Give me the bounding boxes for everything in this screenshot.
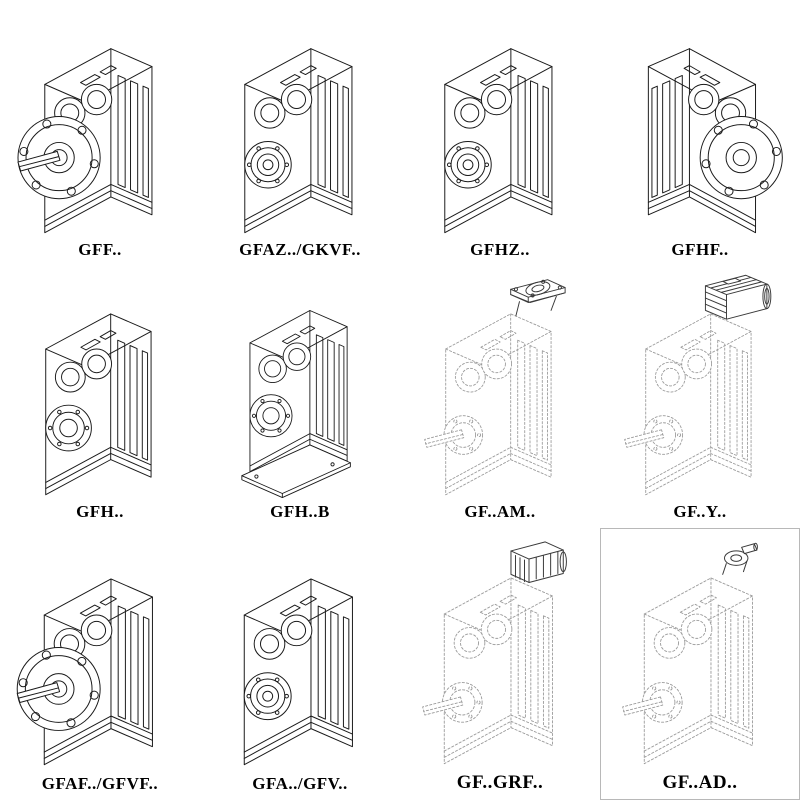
model-label: GFAF../GFVF..	[41, 774, 159, 793]
gearbox-cell: GFF..	[0, 0, 200, 266]
hollow-shaft-gearbox-icon	[444, 48, 553, 234]
gearbox-cell: GFAF../GFVF..	[0, 528, 200, 800]
flange-gearbox-mirrored-icon	[647, 48, 783, 234]
shaft-mounted-gearbox-icon	[45, 313, 152, 496]
model-label: GFH..B	[270, 502, 330, 521]
model-label: GF..GRF..	[456, 772, 544, 793]
gearbox-cell: GFHF..	[600, 0, 800, 266]
gearbox-cell: GF..AM..	[400, 266, 600, 528]
flange-shaft-gearbox-icon	[16, 578, 153, 766]
gearbox-cell: GF..AD..	[600, 528, 800, 800]
gearbox-cell: GFH..B	[200, 266, 400, 528]
grf-adapter-gearbox-icon	[422, 541, 567, 765]
flange-shaft-gearbox-icon	[17, 48, 153, 234]
model-label: GF..Y..	[673, 502, 727, 521]
gearbox-cell: GFA../GFV..	[200, 528, 400, 800]
model-label: GF..AM..	[464, 502, 536, 521]
gearbox-cell: GFAZ../GKVF..	[200, 0, 400, 266]
gearbox-cell: GF..GRF..	[400, 528, 600, 800]
motor-adapter-flange-gearbox-icon	[424, 279, 566, 496]
model-label: GFF..	[78, 240, 122, 259]
gearbox-with-motor-icon	[624, 274, 772, 496]
model-label: GF..AD..	[662, 772, 738, 793]
hollow-shaft-gearbox-icon	[244, 48, 353, 234]
gearbox-cell: GFHZ..	[400, 0, 600, 266]
hollow-shaft-gearbox-icon	[243, 578, 353, 766]
model-label: GFHF..	[671, 240, 729, 259]
foot-mounted-gearbox-icon	[241, 310, 351, 499]
model-label: GFH..	[76, 502, 124, 521]
input-adapter-gearbox-icon	[622, 542, 758, 765]
model-label: GFAZ../GKVF..	[239, 240, 361, 259]
model-label: GFA../GFV..	[252, 774, 348, 793]
gearbox-cell: GF..Y..	[600, 266, 800, 528]
model-label: GFHZ..	[470, 240, 530, 259]
gearbox-cell: GFH..	[0, 266, 200, 528]
